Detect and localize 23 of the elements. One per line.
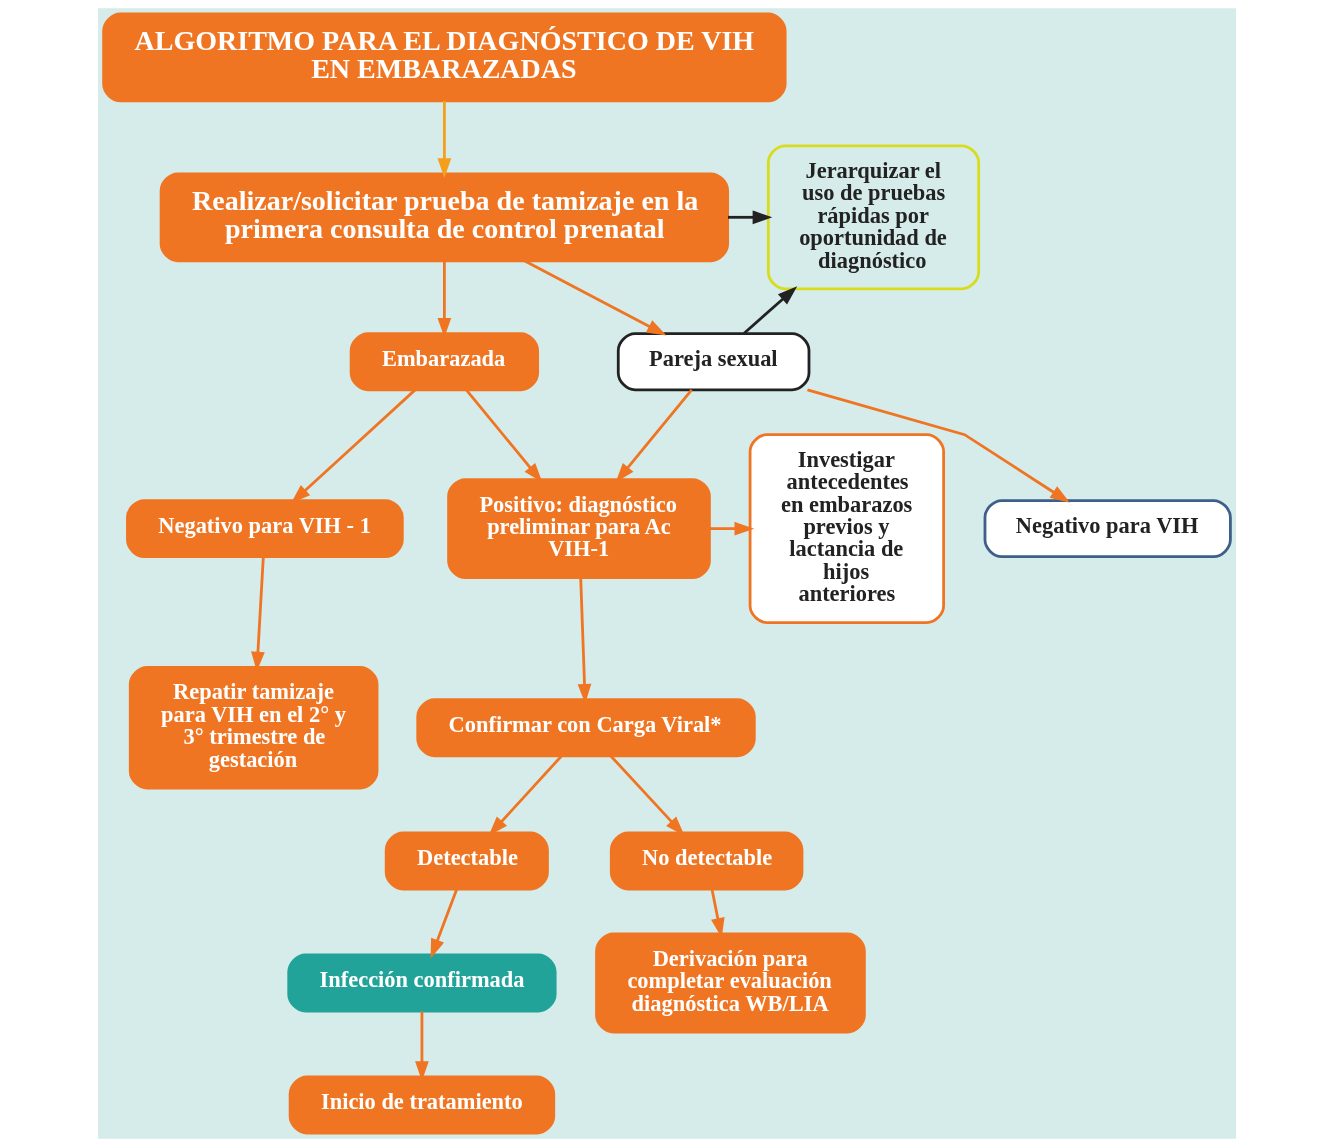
node-box: Negativo para VIH - 1 [126, 499, 404, 559]
node-box: Derivación para completar evaluación diagnóstica WB/LIA [595, 932, 866, 1034]
node-box: Investigar antecedentes en embarazos previos y lactancia de hijos anteriores [748, 433, 945, 624]
node-box: Detectable [384, 831, 549, 891]
arrow [437, 100, 452, 178]
arrow [523, 259, 667, 336]
node-box: Negativo para VIH [983, 499, 1232, 559]
node-box: No detectable [609, 831, 804, 891]
arrow [430, 888, 458, 959]
node-box: Inicio de tratamiento [288, 1075, 556, 1135]
node-box: Infección confirmada [287, 953, 557, 1013]
node-box: Repatir tamizaje para VIH en el 2° y 3° trimestre de gestación [128, 666, 379, 790]
node-box: Positivo: diagnóstico preliminar para Ac VIH-1 [447, 478, 711, 580]
arrow [807, 388, 1070, 503]
node-box: Embarazada [349, 332, 540, 392]
arrow [742, 286, 798, 335]
node-box: Realizar/solicitar prueba de tamizaje en la primera consulta de control prenatal [159, 172, 730, 263]
arrow [727, 210, 773, 225]
arrow [709, 521, 755, 536]
node-box: Pareja sexual [616, 332, 811, 392]
node-box: ALGORITMO PARA EL DIAGNÓSTICO DE VIH EN EMBARAZADAS [102, 12, 787, 103]
node-box: Confirmar con Carga Viral* [416, 698, 756, 758]
node-box: Jerarquizar el uso de pruebas rápidas por oportunidad de diagnóstico [766, 144, 981, 291]
